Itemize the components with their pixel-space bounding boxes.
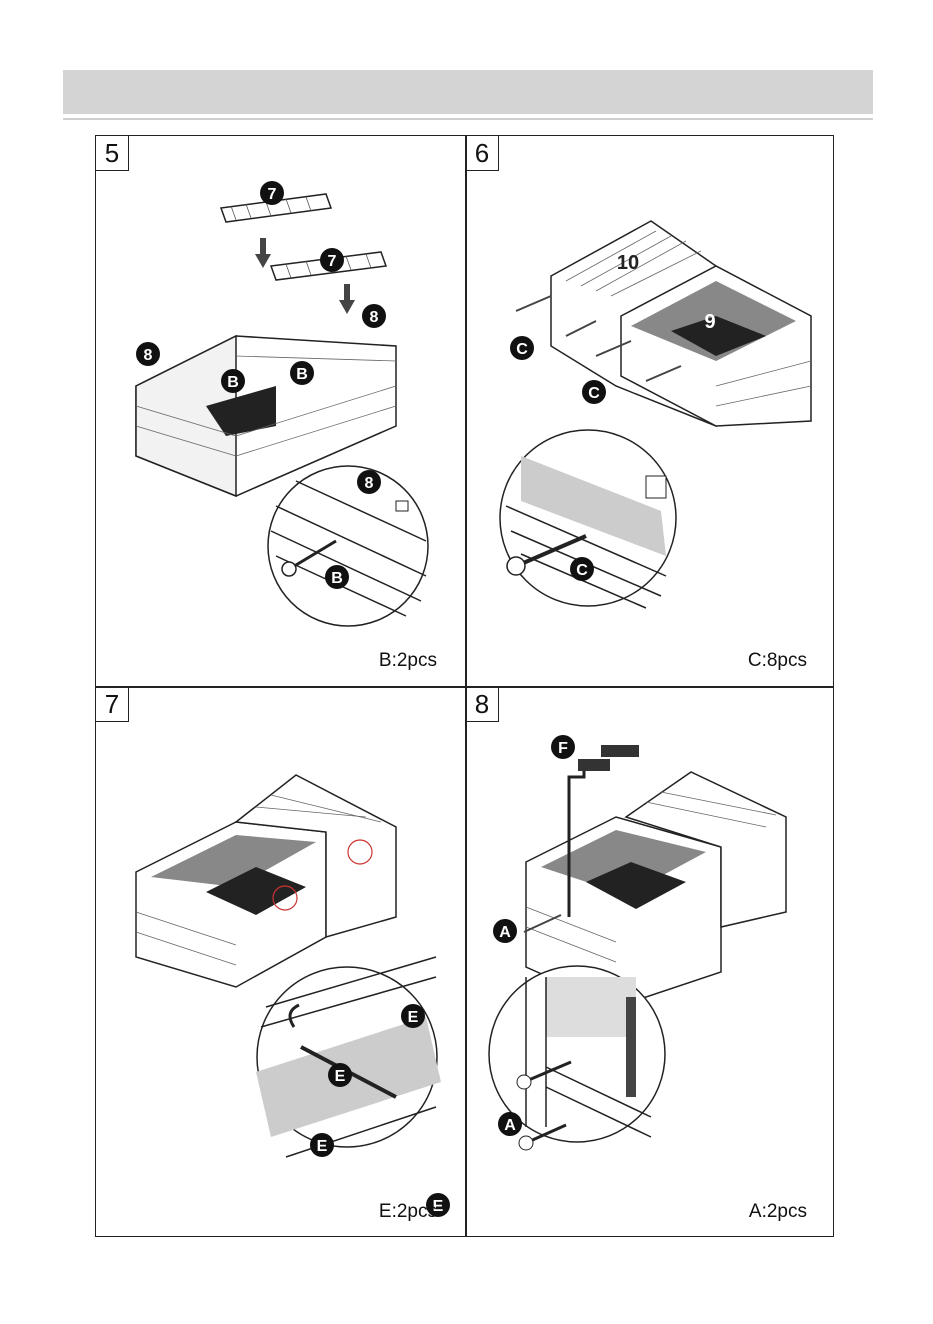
step-5-panel: 5 [96, 136, 465, 686]
callout-part-8-left: 8 [144, 347, 153, 364]
step-6-panel: 6 [466, 136, 835, 686]
header-rule [63, 118, 873, 120]
callout-part-7b: 7 [328, 253, 337, 270]
callout-zoom-e1: E [317, 1138, 328, 1155]
callout-screw-a: A [499, 924, 511, 941]
callout-screw-c1: C [516, 341, 528, 358]
callout-zoom-screw-c: C [576, 562, 588, 579]
step-5-illustration: 7 7 8 8 B B 8 B [96, 136, 465, 686]
callout-screw-c2: C [588, 385, 600, 402]
callout-hook-e2: E [335, 1068, 346, 1085]
instruction-grid: 5 [95, 135, 834, 1237]
callout-hook-e1: E [408, 1009, 419, 1026]
step-quantity: E:2pcs [379, 1201, 437, 1223]
callout-lamp-f: F [558, 740, 568, 757]
callout-part-8-right: 8 [370, 309, 379, 326]
callout-screw-b1: B [227, 374, 239, 391]
callout-zoom-part-8: 8 [365, 475, 374, 492]
callout-lid-10: 10 [617, 252, 639, 274]
step-8-illustration: F A A [466, 687, 835, 1237]
step-7-panel: 7 E [96, 687, 465, 1237]
step-7-illustration: E E E E [96, 687, 465, 1237]
header-bar [63, 70, 873, 114]
callout-cage-9: 9 [704, 311, 715, 333]
callout-screw-b2: B [296, 366, 308, 383]
step-quantity: C:8pcs [748, 650, 807, 672]
callout-part-7a: 7 [268, 186, 277, 203]
step-6-illustration: 10 9 C C C [466, 136, 835, 686]
step-quantity: B:2pcs [379, 650, 437, 672]
step-8-panel: 8 [466, 687, 835, 1237]
callout-zoom-screw-b: B [331, 570, 343, 587]
step-quantity: A:2pcs [749, 1201, 807, 1223]
callout-zoom-screw-a: A [504, 1117, 516, 1134]
